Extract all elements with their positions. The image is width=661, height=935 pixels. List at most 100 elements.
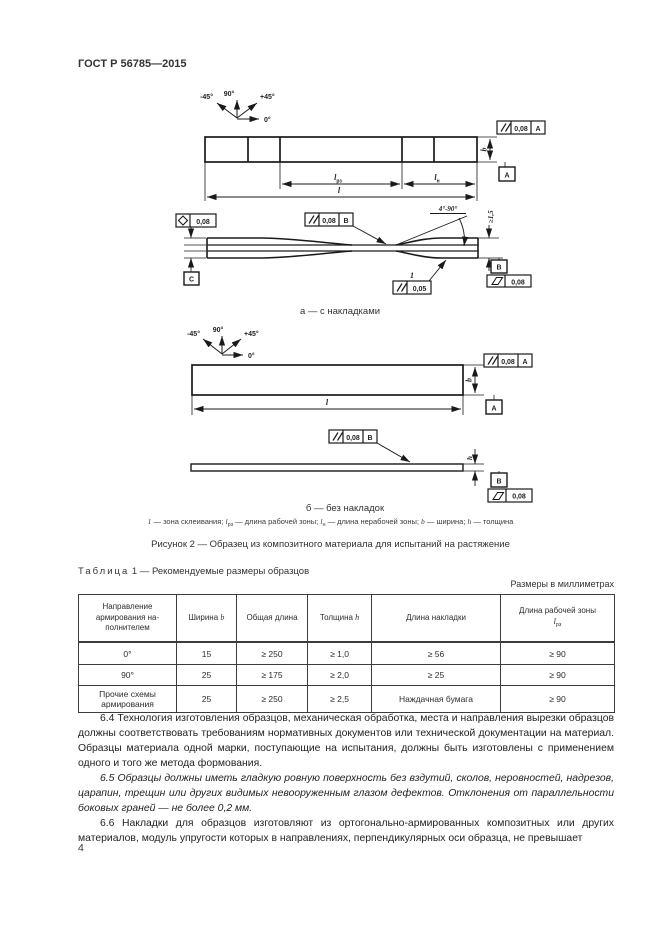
table-cell: ≥ 90 — [500, 685, 615, 713]
table-cell: 25 — [176, 685, 237, 713]
document-header: ГОСТ Р 56785—2015 — [78, 58, 187, 70]
table-cell: ≥ 1,0 — [307, 641, 372, 665]
taper-angle-label: 4°-90° — [438, 205, 458, 213]
bond-zone-ref-label: 1 — [410, 271, 414, 280]
legend-sub-rz: рз — [227, 522, 234, 528]
body-text: 6.4 Технология изготовления образцов, ме… — [78, 711, 614, 846]
table-cell: ≥ 25 — [371, 664, 501, 686]
figure-b-specimen-without-tabs: 90° -45° +45° 0° l b — [187, 326, 533, 514]
total-length-label: l — [338, 186, 341, 195]
units-note: Размеры в миллиметрах — [510, 579, 614, 589]
svg-text:0,08: 0,08 — [512, 494, 526, 501]
angle-0-label: 0° — [248, 352, 255, 360]
table-cell: ≥ 250 — [236, 685, 308, 713]
dimension-lines-b — [194, 367, 479, 413]
thickness-dimension — [463, 449, 484, 486]
svg-text:В: В — [496, 479, 501, 486]
table-cell: 25 — [176, 664, 237, 686]
datum-c-box: С — [183, 270, 200, 286]
table-row: Прочие схемы армирования 25 ≥ 250 ≥ 2,5 … — [78, 685, 615, 713]
svg-text:0,08: 0,08 — [511, 280, 525, 287]
grip-zone-length-label: lн — [434, 173, 439, 185]
specimen-top-view-a — [204, 136, 478, 163]
table-row: 0° 15 ≥ 250 ≥ 1,0 ≥ 56 ≥ 90 — [78, 641, 615, 665]
angle-0-label: 0° — [264, 116, 271, 124]
parallelism-icon — [500, 123, 512, 132]
svg-text:A: A — [491, 406, 496, 413]
datum-b-box-a: В — [490, 258, 508, 274]
angle-plus45-label: +45° — [260, 93, 275, 101]
figure-legend: 1 — зона склеивания; lрз — длина рабочей… — [0, 517, 661, 528]
diamond-icon — [177, 215, 189, 226]
legend-var-b: b — [421, 517, 425, 526]
flatness-tolerance-frame-b: 0,08 — [487, 488, 533, 503]
header-cell-width: Ширина b — [176, 594, 237, 643]
angle-plus45-label: +45° — [244, 330, 259, 338]
specimen-side-view-a — [206, 237, 479, 259]
parallelism-icon — [487, 356, 499, 365]
symmetry-tolerance-frame: 0,08 — [175, 213, 217, 228]
end-thickness-label: ≥1,5 — [487, 210, 495, 223]
total-length-label: l — [326, 398, 329, 407]
legend-sub-n: н — [322, 522, 326, 528]
parallelism-icon — [332, 432, 344, 441]
legend-text: — толщина — [471, 517, 514, 526]
table-cell: ≥ 250 — [236, 641, 308, 665]
svg-text:В: В — [343, 218, 348, 225]
datum-a-box: A — [485, 395, 503, 415]
extension-lines-a — [204, 136, 497, 201]
left-thickness-dimension — [184, 227, 206, 270]
figure-a-specimen-with-tabs: 90° -45° +45° 0° — [175, 90, 546, 317]
flatness-tolerance-frame-a: 0,08 — [486, 274, 532, 288]
subfigure-b-caption: б — без накладок — [306, 503, 385, 514]
svg-text:В: В — [367, 435, 372, 442]
width-label: b — [465, 378, 474, 382]
legend-text: — длина нерабочей зоны; — [325, 517, 422, 526]
width-label: b — [480, 148, 489, 152]
angle-minus45-label: -45° — [187, 330, 200, 338]
table-cell: 15 — [176, 641, 237, 665]
svg-text:A: A — [522, 359, 527, 366]
parallelism-tolerance-frame-b-ref: 0,08 В — [328, 429, 411, 463]
table-cell: 90° — [78, 664, 177, 686]
table-cell: ≥ 175 — [236, 664, 308, 686]
legend-var-h: h — [467, 517, 472, 526]
table-cell: ≥ 90 — [500, 641, 615, 665]
parallelism-icon — [308, 215, 320, 224]
section-6-4: 6.4 Технология изготовления образцов, ме… — [78, 713, 614, 769]
table-title-word: Таблица — [78, 566, 130, 577]
specimen-top-view-b — [191, 364, 464, 396]
datum-ref-a: A — [535, 126, 540, 133]
datum-a-box: A — [498, 162, 516, 182]
parallelism-icon — [396, 283, 408, 292]
table-cell: ≥ 56 — [371, 641, 501, 665]
legend-var-l: l — [320, 517, 323, 526]
svg-text:С: С — [189, 277, 194, 284]
figure-caption: Рисунок 2 — Образец из композитного мате… — [151, 539, 510, 550]
svg-text:0,08: 0,08 — [501, 359, 515, 366]
table-title-number: 1 — [131, 566, 138, 577]
bond-zone-callout: 0,05 1 — [392, 259, 447, 295]
parallelism-tolerance-frame-a: 0,08 A — [483, 353, 533, 368]
legend-text: — зона склеивания; — [151, 517, 226, 526]
flatness-icon — [491, 491, 505, 501]
table-title: Таблица 1 — Рекомендуемые размеры образц… — [78, 566, 309, 577]
working-zone-length-label: lрз — [334, 173, 342, 185]
table-cell: 0° — [78, 641, 177, 665]
angle-90-label: 90° — [224, 90, 235, 98]
legend-text: — длина рабочей зоны; — [233, 517, 321, 526]
tolerance-value: 0,08 — [514, 126, 528, 133]
table-cell: Наждачная бумага — [371, 685, 501, 713]
svg-text:0,05: 0,05 — [413, 286, 427, 293]
thickness-label: h — [466, 456, 474, 460]
svg-text:0,08: 0,08 — [346, 435, 360, 442]
page-number: 4 — [78, 842, 84, 854]
section-6-6: 6.6 Накладки для образцов изготовляют из… — [78, 818, 614, 844]
orientation-rose-icon — [216, 100, 259, 123]
header-cell-tab-length: Длина накладки — [371, 594, 501, 643]
specimen-dimensions-table: Направление армирования на-полнителем Ши… — [78, 594, 615, 713]
header-cell-total-length: Общая длина — [236, 594, 308, 643]
table-cell: ≥ 2,0 — [307, 664, 372, 686]
extension-lines-b — [191, 364, 484, 415]
